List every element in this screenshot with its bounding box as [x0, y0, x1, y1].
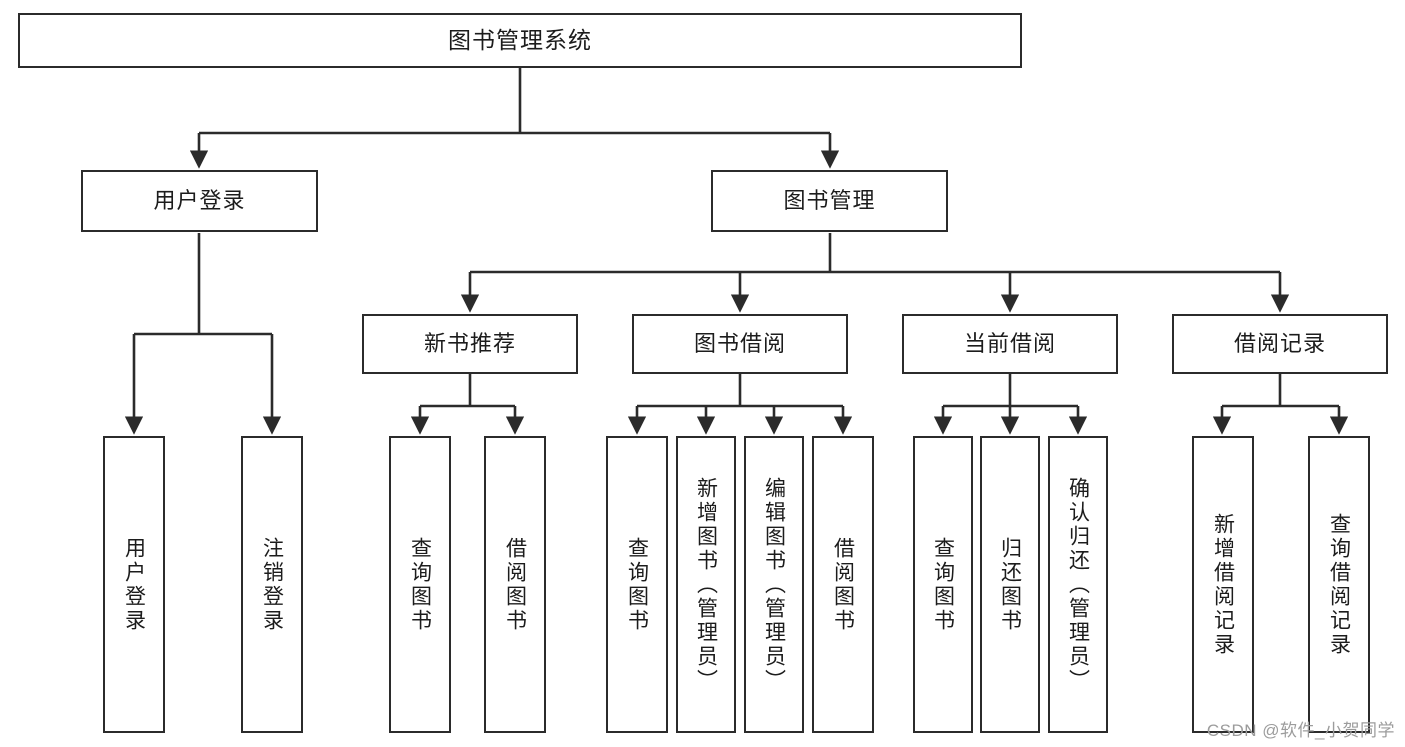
watermark-text: CSDN @软件_小贺同学 — [1206, 721, 1395, 740]
node-label: 借阅图书 — [503, 536, 527, 633]
leaf-book-borrow-add[interactable]: 新增图书（管理员） — [676, 436, 736, 733]
node-label: 新书推荐 — [423, 331, 516, 357]
leaf-book-borrow-query[interactable]: 查询图书 — [606, 436, 668, 733]
leaf-user-login-logout[interactable]: 注销登录 — [241, 436, 303, 733]
node-label: 归还图书 — [998, 536, 1022, 633]
node-new-book-recommend[interactable]: 新书推荐 — [362, 314, 578, 374]
node-label: 图书管理 — [783, 188, 876, 214]
leaf-current-borrow-query[interactable]: 查询图书 — [913, 436, 973, 733]
node-label: 用户登录 — [153, 188, 246, 214]
node-label: 编辑图书（管理员） — [762, 476, 786, 693]
leaf-user-login-login[interactable]: 用户登录 — [103, 436, 165, 733]
node-current-borrow[interactable]: 当前借阅 — [902, 314, 1118, 374]
node-label: 新增图书（管理员） — [694, 476, 718, 693]
leaf-book-borrow-edit[interactable]: 编辑图书（管理员） — [744, 436, 804, 733]
node-label: 新增借阅记录 — [1211, 512, 1235, 657]
node-user-login[interactable]: 用户登录 — [81, 170, 318, 232]
leaf-current-borrow-confirm-return[interactable]: 确认归还（管理员） — [1048, 436, 1108, 733]
node-label: 用户登录 — [122, 536, 146, 633]
node-label: 图书借阅 — [693, 331, 786, 357]
node-label: 查询图书 — [408, 536, 432, 633]
node-label: 查询图书 — [931, 536, 955, 633]
node-root-system[interactable]: 图书管理系统 — [18, 13, 1022, 68]
node-label: 注销登录 — [260, 536, 284, 633]
node-label: 当前借阅 — [963, 331, 1056, 357]
leaf-new-book-borrow[interactable]: 借阅图书 — [484, 436, 546, 733]
leaf-current-borrow-return[interactable]: 归还图书 — [980, 436, 1040, 733]
node-book-management[interactable]: 图书管理 — [711, 170, 948, 232]
node-book-borrow[interactable]: 图书借阅 — [632, 314, 848, 374]
node-label: 查询借阅记录 — [1327, 512, 1351, 657]
leaf-borrow-record-add[interactable]: 新增借阅记录 — [1192, 436, 1254, 733]
node-label: 借阅记录 — [1233, 331, 1326, 357]
node-label: 借阅图书 — [831, 536, 855, 633]
leaf-borrow-record-query[interactable]: 查询借阅记录 — [1308, 436, 1370, 733]
node-label: 图书管理系统 — [448, 27, 592, 54]
leaf-new-book-query[interactable]: 查询图书 — [389, 436, 451, 733]
node-label: 查询图书 — [625, 536, 649, 633]
node-label: 确认归还（管理员） — [1066, 476, 1090, 693]
node-borrow-record[interactable]: 借阅记录 — [1172, 314, 1388, 374]
leaf-book-borrow-borrow[interactable]: 借阅图书 — [812, 436, 874, 733]
